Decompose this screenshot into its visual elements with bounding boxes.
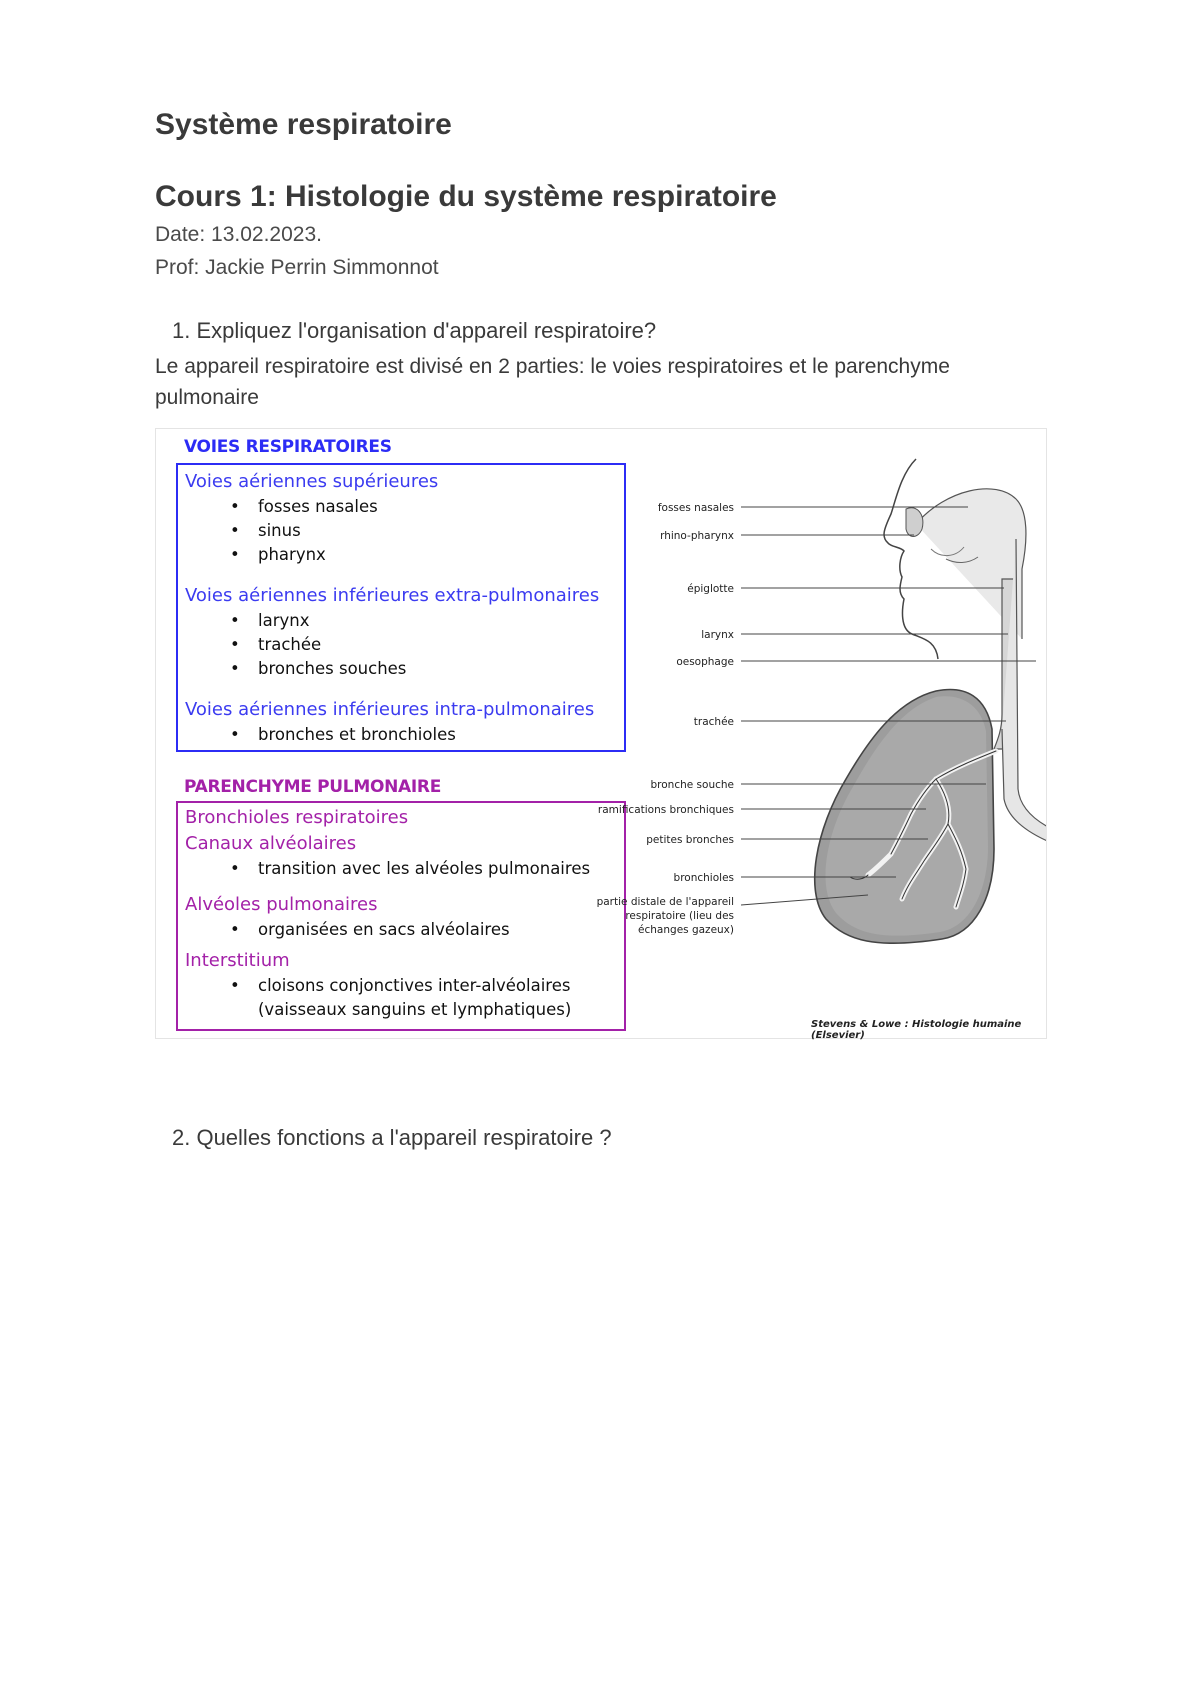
answer-1: Le appareil respiratoire est divisé en 2… — [155, 351, 995, 413]
label-ramifications: ramifications bronchiques — [598, 804, 734, 816]
label-fosses-nasales: fosses nasales — [658, 502, 734, 514]
label-larynx: larynx — [701, 629, 734, 641]
course-professor: Prof: Jackie Perrin Simmonnot — [155, 256, 439, 280]
label-petites-bronches: petites bronches — [646, 834, 734, 846]
label-partie-distale-2: respiratoire (lieu des — [625, 910, 734, 922]
label-partie-distale-1: partie distale de l'appareil — [597, 896, 734, 908]
label-trachee: trachée — [694, 716, 734, 728]
label-bronchioles: bronchioles — [674, 872, 734, 884]
label-bronche-souche: bronche souche — [651, 779, 735, 791]
question-1: 1. Expliquez l'organisation d'appareil r… — [172, 318, 656, 344]
label-epiglotte: épiglotte — [687, 583, 734, 595]
respiratory-anatomy-diagram: fosses nasales rhino-pharynx épiglotte l… — [156, 429, 1046, 1038]
course-title: Cours 1: Histologie du système respirato… — [155, 180, 777, 214]
page-title: Système respiratoire — [155, 108, 452, 142]
diagram-labels: fosses nasales rhino-pharynx épiglotte l… — [597, 502, 734, 936]
respiratory-figure: VOIES RESPIRATOIRES Voies aériennes supé… — [155, 428, 1047, 1039]
label-partie-distale-3: échanges gazeux) — [638, 924, 734, 936]
course-date: Date: 13.02.2023. — [155, 223, 322, 247]
question-2: 2. Quelles fonctions a l'appareil respir… — [172, 1125, 612, 1151]
label-oesophage: oesophage — [676, 656, 734, 668]
figure-credit: Stevens & Lowe : Histologie humaine (Els… — [811, 1019, 1046, 1041]
label-rhino-pharynx: rhino-pharynx — [660, 530, 734, 542]
lung — [815, 690, 994, 944]
